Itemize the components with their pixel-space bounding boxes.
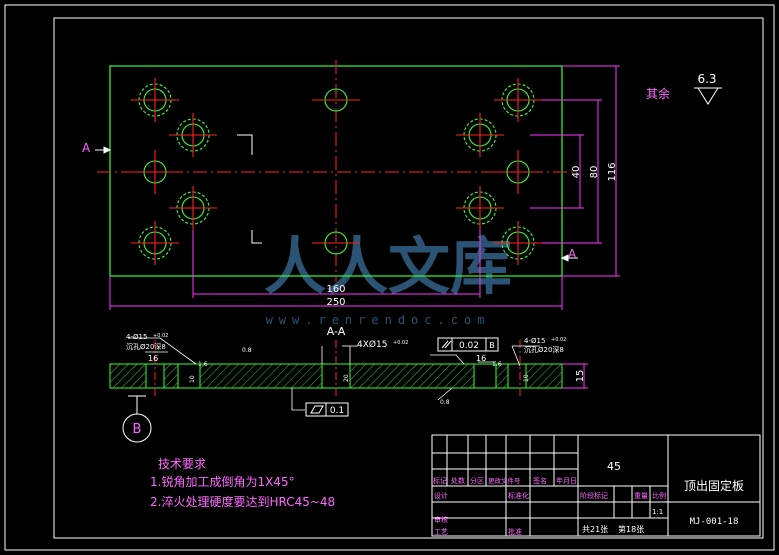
hole-top-left-inner [169,113,217,157]
header-sign: 签名 [533,476,547,485]
roughness-16-a: 1.6 [198,361,208,368]
flatness-value: 0.1 [330,406,344,416]
header-approve: 批准 [508,527,522,536]
watermark: 人人文库 www.renrendoc.com [264,230,512,327]
sheet-number: 第18张 [618,524,644,534]
section-title: A-A [327,325,346,338]
header-count: 处数 [451,476,465,485]
dim-160: 160 [326,284,345,295]
datum-b-symbol [122,395,152,443]
header-review: 审核 [434,515,448,524]
parallelism-frame [437,337,499,352]
header-zone: 分区 [470,476,484,485]
roughness-symbol [694,87,722,105]
section-mark-left: A [82,141,91,155]
hole-bottom-right-inner [456,186,504,230]
drawing-frame [53,17,764,539]
label-16-left: 16 [148,354,158,363]
label-20: 20 [343,374,350,382]
dim-116: 116 [607,162,618,181]
label-10-a: 10 [189,375,196,383]
datum-b-label: B [133,422,142,437]
header-stage: 阶段标记 [580,491,608,500]
hole-bottom-left-corner [131,221,179,265]
top-view: A A 160 250 40 80 116 其余 [82,60,722,310]
section-cut-marks [95,134,578,262]
hole-callout-right-cb: 沉孔Ø20深8 [524,345,564,354]
outer-border [4,4,775,551]
hole-top-center [312,88,360,112]
title-block-text: 45 顶出固定板 MJ-001-18 标记 处数 分区 更改文件号 签名 年月日… [433,460,744,536]
chamfer-callout-tol: +0.02 [393,340,408,346]
header-process: 工艺 [434,528,448,536]
header-design: 设计 [434,491,448,500]
hole-bottom-right-corner [494,221,542,265]
material: 45 [607,460,621,473]
header-doc: 更改文件号 [488,476,521,485]
drawing-number: MJ-001-18 [690,517,739,527]
header-scale: 比例 [652,491,666,500]
hole-bottom-center [312,231,360,255]
section-mark-right: A [568,247,577,261]
scale-value: 1:1 [652,508,663,516]
hole-pattern [131,78,542,265]
flatness-frame [305,402,349,417]
watermark-logo-text: 人人文库 [264,230,512,303]
technical-notes: 技术要求 1.锐角加工成倒角为1X45° 2.淬火处理硬度要达到HRC45~48 [150,457,335,509]
header-date: 年月日 [556,476,577,485]
parallelism-value: 0.02 [459,341,479,351]
surface-note: 其余 [646,86,670,101]
notes-line-1: 1.锐角加工成倒角为1X45° [150,475,295,489]
hole-mid-left [131,150,179,194]
roughness-16-b: 1.6 [492,361,502,368]
header-standardization: 标准化 [508,491,529,500]
parallelism-datum: B [489,341,495,350]
thickness-dim [562,363,588,389]
roughness-bottom: 0.8 [440,399,450,406]
section-leaders [128,337,540,411]
hole-callout-right: 4-Ø15 [524,337,545,345]
header-mark: 标记 [433,476,447,485]
hole-callout-left-cb: 沉孔Ø20深8 [126,342,166,351]
hole-bottom-left-inner [169,186,217,230]
roughness-value: 6.3 [697,72,716,86]
dim-250: 250 [326,297,345,308]
dim-80: 80 [589,166,600,179]
hole-top-right-inner [456,113,504,157]
hole-top-left-corner [131,78,179,122]
sheets-total: 共21张 [582,525,608,534]
hole-top-right-corner [494,78,542,122]
notes-line-2: 2.淬火处理硬度要达到HRC45~48 [150,494,335,509]
chamfer-callout: 4XØ15 [357,339,387,350]
dim-40: 40 [571,166,582,179]
notes-title: 技术要求 [158,457,206,471]
hole-mid-right [494,150,542,194]
hole-callout-left: 4-Ø15 [126,333,147,341]
watermark-url: www.renrendoc.com [266,313,491,327]
header-weight: 重量 [634,492,648,500]
hole-callout-left-tol: +0.02 [153,333,168,339]
horizontal-dimensions [109,230,563,310]
hole-callout-right-tol: +0.02 [551,337,566,343]
dim-15: 15 [575,370,586,383]
label-10-b: 10 [523,374,530,382]
label-16-right: 16 [476,354,486,363]
part-name: 顶出固定板 [684,478,744,493]
section-view: A-A 4-Ø15 +0.02 沉孔Ø [109,325,588,443]
title-block [431,434,761,537]
vertical-dimensions [530,65,620,277]
roughness-08: 0.8 [242,347,252,354]
